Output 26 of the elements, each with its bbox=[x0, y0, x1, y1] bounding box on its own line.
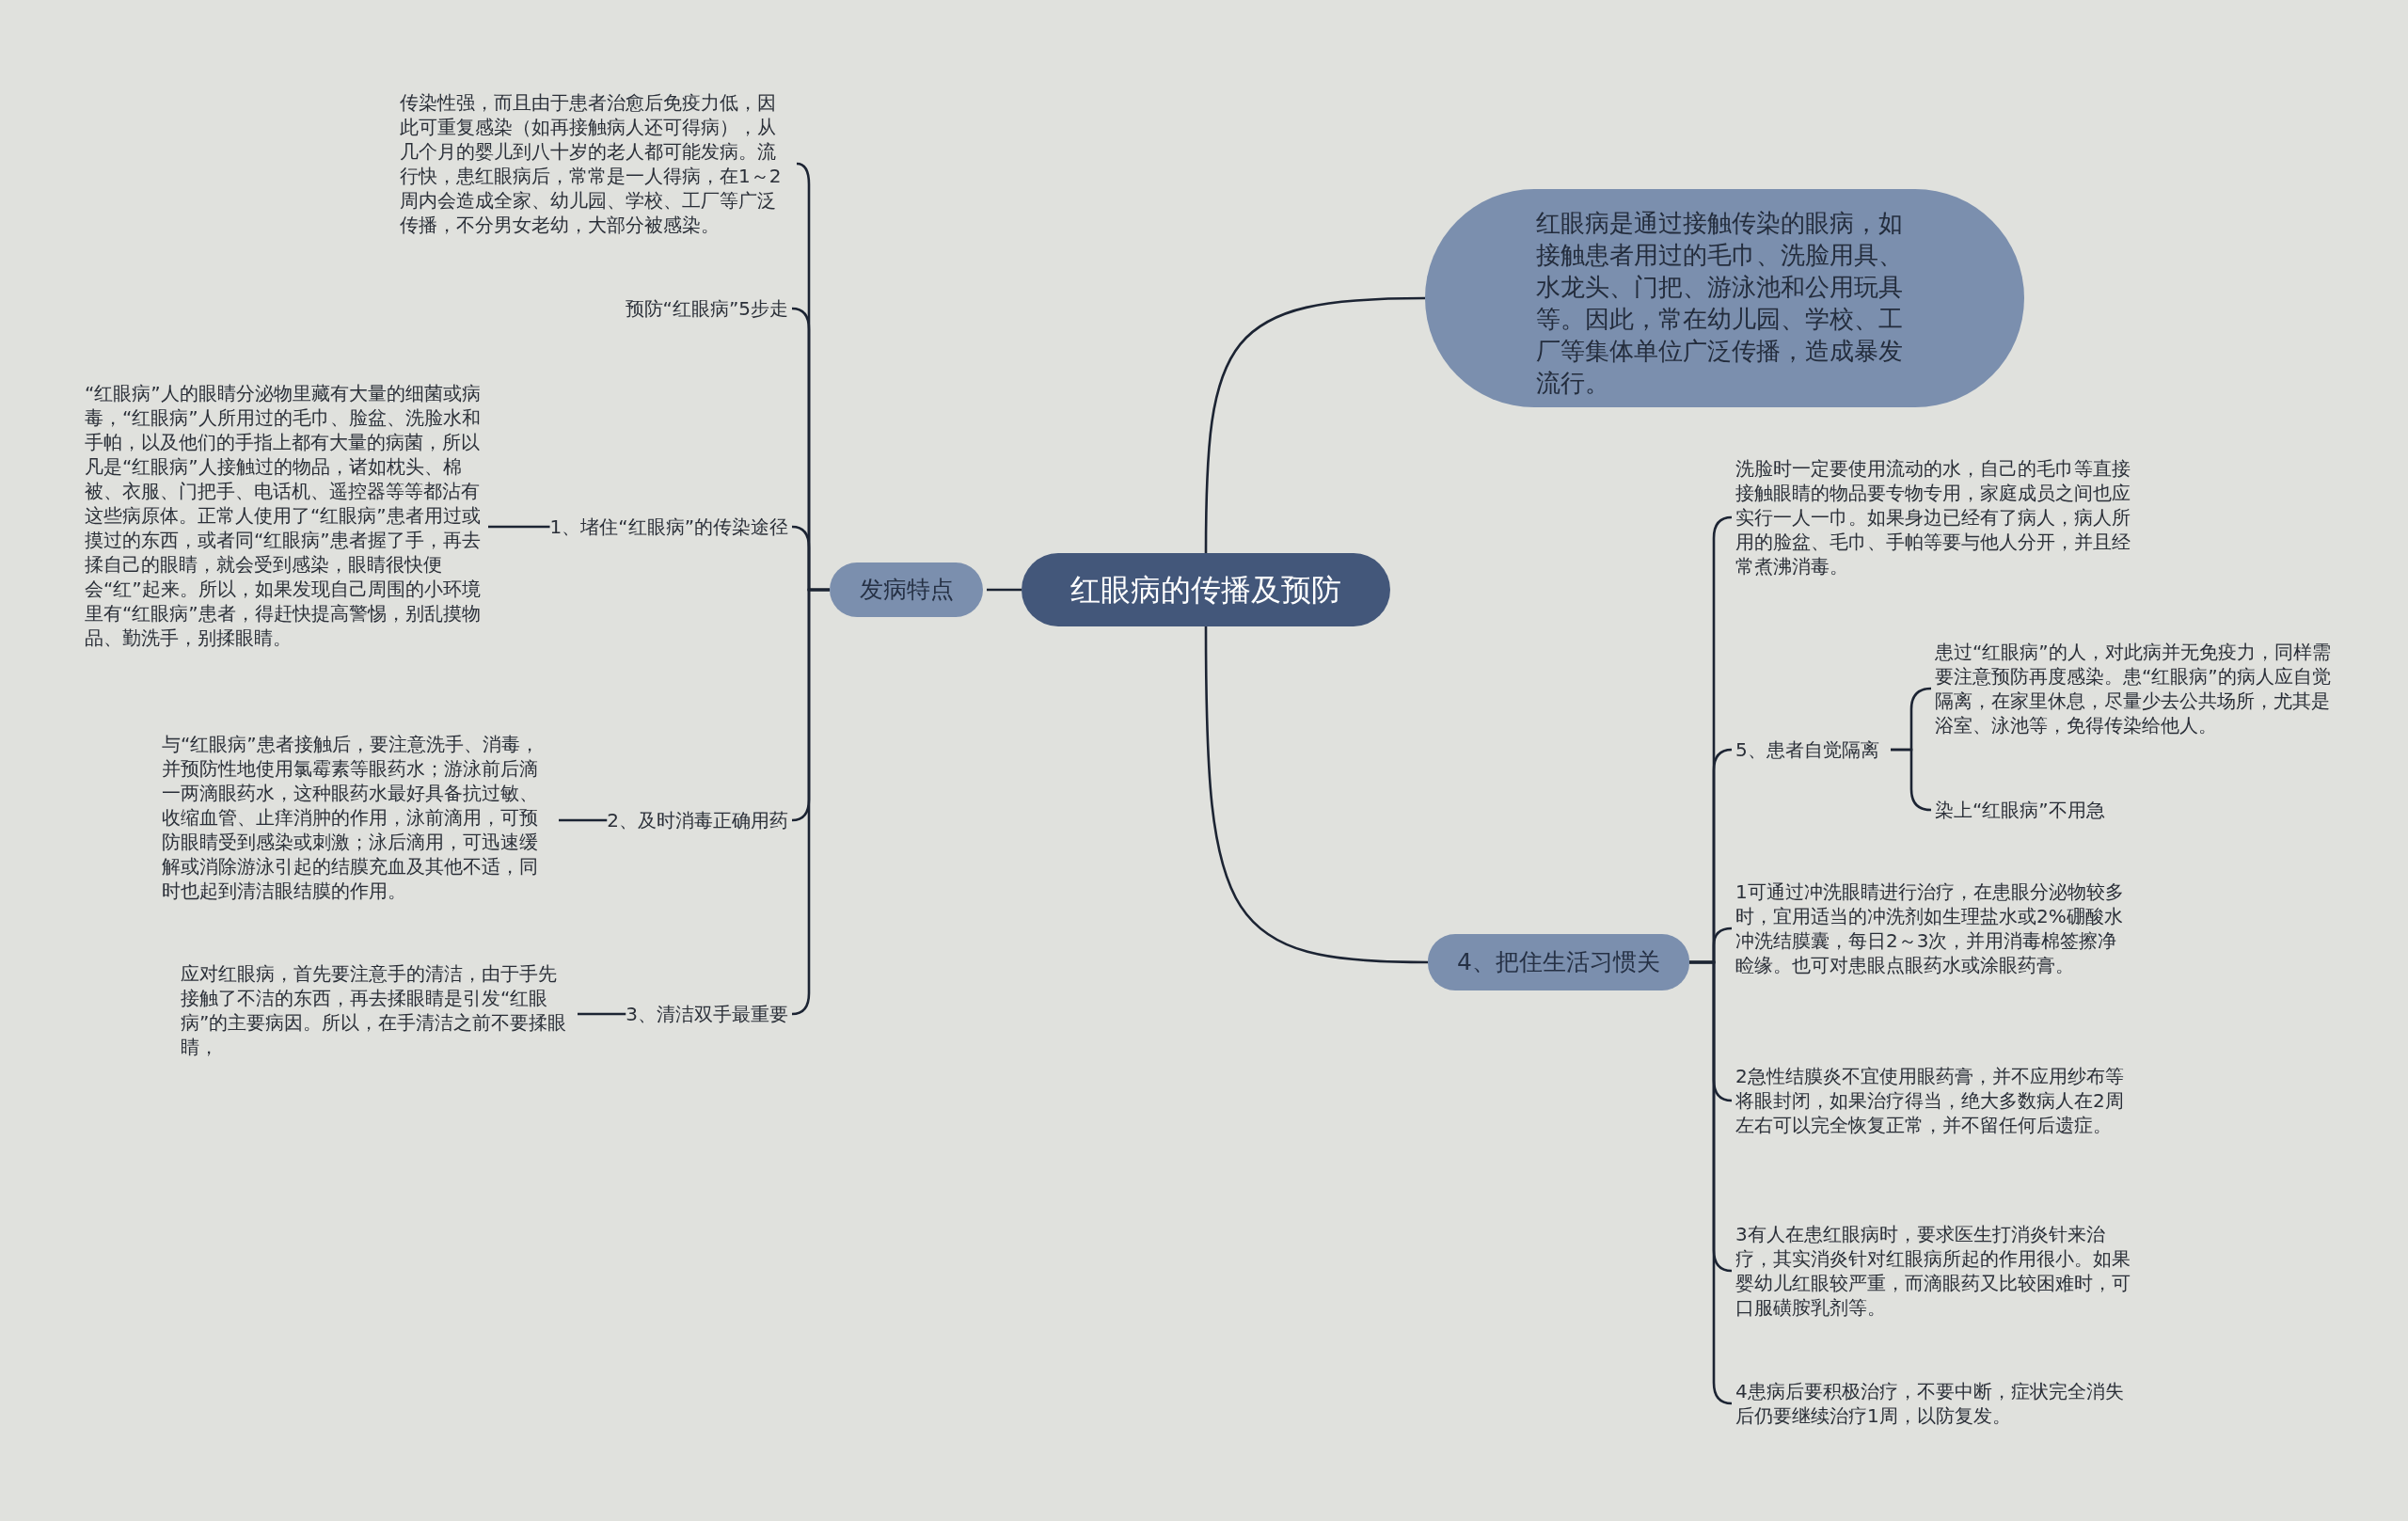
branch-text: 1可通过冲洗眼睛进行治疗，在患眼分泌物较多时，宜用适当的冲洗剂如生理盐水或2%硼酸水冲洗结膜囊，每日2～3次，并用消毒棉签擦净睑缘。也可对患眼点眼药水或涂眼药膏。 bbox=[1735, 879, 2135, 977]
central-topic: 红眼病的传播及预防 bbox=[1022, 553, 1390, 626]
topic-pill: 4、把住生活习惯关 bbox=[1428, 934, 1689, 990]
branch-text: 5、患者自觉隔离 bbox=[1735, 737, 1891, 762]
branch-text: 染上“红眼病”不用急 bbox=[1935, 798, 2179, 822]
branch-text: 与“红眼病”患者接触后，要注意洗手、消毒，并预防性地使用氯霉素等眼药水；游泳前后滴一两滴眼药水，这种眼药水最好具备抗过敏、收缩血管、止痒消肿的作用，泳前滴用，可预防眼睛受到感染或刺激；泳后滴用，可迅速缓解或消除游泳引起的结膜充血及其他不适，同时也起到清洁眼结膜的作用。 bbox=[162, 732, 555, 903]
branch-text: “红眼病”人的眼睛分泌物里藏有大量的细菌或病毒，“红眼病”人所用过的毛巾、脸盆、洗脸水和手帕，以及他们的手指上都有大量的病菌，所以凡是“红眼病”人接触过的物品，诸如枕头、棉被、衣服、门把手、电话机、遥控器等等都沾有这些病原体。正常人使用了“红眼病”患者用过或摸过的东西，或者同“红眼病”患者握了手，再去揉自己的眼睛，就会受到感染，眼睛很快便会“红”起来。所以，如果发现自己周围的小环境里有“红眼病”患者，得赶快提高警惕，别乱摸物品、勤洗手，别揉眼睛。 bbox=[85, 381, 484, 650]
connector-line bbox=[1204, 626, 1429, 964]
connector-line bbox=[987, 588, 1022, 592]
connector-line bbox=[578, 1012, 626, 1016]
connector-line bbox=[559, 818, 608, 822]
connector-line bbox=[1204, 296, 1426, 553]
connector-line bbox=[488, 525, 550, 529]
branch-text: 应对红眼病，首先要注意手的清洁，由于手先接触了不洁的东西，再去揉眼睛是引发“红眼病”的主要病因。所以，在手清洁之前不要揉眼睛， bbox=[181, 961, 574, 1059]
branch-text: 1、堵住“红眼病”的传染途径 bbox=[549, 515, 788, 539]
branch-text: 4患病后要积极治疗，不要中断，症状完全消失后仍要继续治疗1周，以防复发。 bbox=[1735, 1379, 2135, 1428]
topic-bubble: 红眼病是通过接触传染的眼病，如接触患者用过的毛巾、洗脸用具、水龙头、门把、游泳池和公用玩具等。因此，常在幼儿园、学校、工厂等集体单位广泛传播，造成暴发流行。 bbox=[1425, 189, 2024, 407]
topic-pill: 发病特点 bbox=[830, 562, 983, 617]
branch-text: 洗脸时一定要使用流动的水，自己的毛巾等直接接触眼睛的物品要专物专用，家庭成员之间也应实行一人一巾。如果身边已经有了病人，病人所用的脸盆、毛巾、手帕等要与他人分开，并且经常煮沸消毒。 bbox=[1735, 456, 2135, 578]
branch-text: 传染性强，而且由于患者治愈后免疫力低，因此可重复感染（如再接触病人还可得病），从几个月的婴儿到八十岁的老人都可能发病。流行快，患红眼病后，常常是一人得病，在1～2周内会造成全家、幼儿园、学校、工厂等广泛传播，不分男女老幼，大部分被感染。 bbox=[400, 90, 793, 237]
branch-text: 患过“红眼病”的人，对此病并无免疫力，同样需要注意预防再度感染。患“红眼病”的病人应自觉隔离，在家里休息，尽量少去公共场所，尤其是浴室、泳池等，免得传染给他人。 bbox=[1935, 640, 2335, 737]
branch-text: 2急性结膜炎不宜使用眼药膏，并不应用纱布等将眼封闭，如果治疗得当，绝大多数病人在2周左右可以完全恢复正常，并不留任何后遗症。 bbox=[1735, 1064, 2135, 1137]
branch-text: 3有人在患红眼病时，要求医生打消炎针来治疗，其实消炎针对红眼病所起的作用很小。如果婴幼儿红眼较严重，而滴眼药又比较困难时，可口服磺胺乳剂等。 bbox=[1735, 1222, 2135, 1320]
branch-text: 3、清洁双手最重要 bbox=[626, 1002, 788, 1026]
branch-text: 预防“红眼病”5步走 bbox=[625, 296, 788, 321]
branch-text: 2、及时消毒正确用药 bbox=[607, 808, 788, 832]
